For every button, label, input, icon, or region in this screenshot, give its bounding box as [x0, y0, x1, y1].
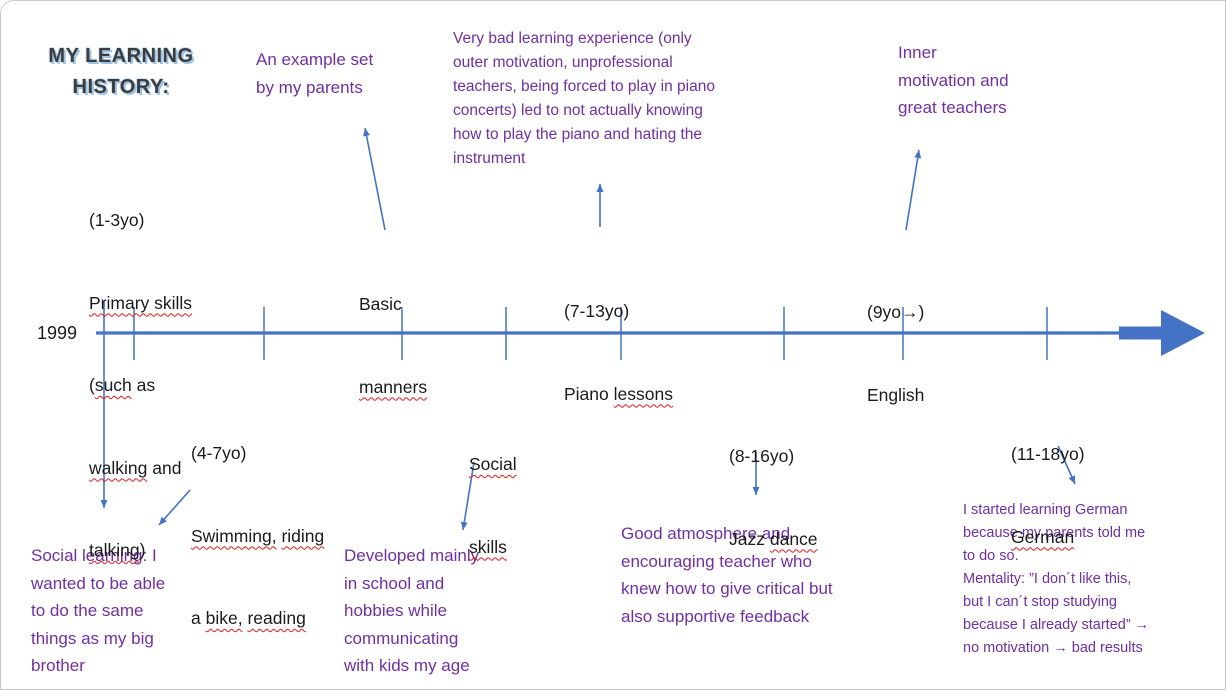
milestone-text-line: Jazz dance: [729, 528, 818, 549]
arrow-english-to-motivation: [905, 149, 922, 231]
milestone-text-line: walking and: [89, 457, 182, 478]
milestone-text-line: Primary skills: [89, 292, 193, 313]
milestone-german: (11-18yo) German: [1011, 386, 1085, 606]
arrow-manners-to-parents: [363, 127, 386, 231]
slide-title: MY LEARNING HISTORY:: [48, 45, 194, 98]
milestone-age: (1-3yo): [89, 210, 145, 230]
milestone-age: (11-18yo): [1011, 444, 1085, 464]
milestone-primary-skills: (1-3yo) Primary skills (such as walking …: [89, 152, 192, 620]
milestone-jazz-dance: (8-16yo) Jazz dance: [729, 388, 818, 608]
milestone-text-line: Swimming, riding: [191, 525, 325, 546]
timeline-arrowhead-icon: [1119, 310, 1205, 356]
annotation-example-parents: An example set by my parents: [256, 50, 374, 97]
milestone-basic-manners: Basic manners: [359, 236, 427, 456]
milestone-age: (9yo→): [867, 302, 925, 322]
milestone-text-line: Basic: [359, 294, 402, 314]
milestone-age: (7-13yo): [564, 301, 630, 321]
annotation-social-skills-note: Developed mainly in school and hobbies w…: [344, 546, 480, 675]
annotation-english-experience: Inner motivation and great teachers: [898, 43, 1009, 117]
milestone-text-line: manners: [359, 376, 428, 397]
milestone-swimming: (4-7yo) Swimming, riding a bike, reading…: [191, 385, 325, 689]
milestone-text-line: German: [1011, 526, 1075, 547]
milestone-text-line: Piano lessons: [564, 383, 673, 404]
annotation-social-learning: Social learning: I wanted to be able to …: [31, 546, 166, 675]
milestone-text-line: (such as: [89, 375, 156, 395]
milestone-english: (9yo→) English: [867, 244, 924, 464]
annotation-german-note: I started learning German because my par…: [963, 502, 1150, 656]
milestone-text-line: English: [867, 384, 925, 405]
annotation-jazz-note: Good atmosphere and encouraging teacher …: [621, 524, 833, 626]
milestone-piano-lessons: (7-13yo) Piano lessons: [564, 243, 673, 463]
milestone-text-line: Social: [469, 454, 517, 474]
milestone-text-line: talking): [89, 540, 146, 560]
milestone-text-line: skills: [469, 536, 507, 557]
milestone-age: (4-7yo): [191, 443, 247, 463]
milestone-social-skills: Social skills: [469, 396, 517, 616]
milestone-age: (8-16yo): [729, 446, 795, 466]
year-label: 1999: [37, 323, 78, 343]
annotation-piano-experience: Very bad learning experience (only outer…: [453, 30, 715, 167]
milestone-text-line: a bike, reading: [191, 608, 306, 628]
